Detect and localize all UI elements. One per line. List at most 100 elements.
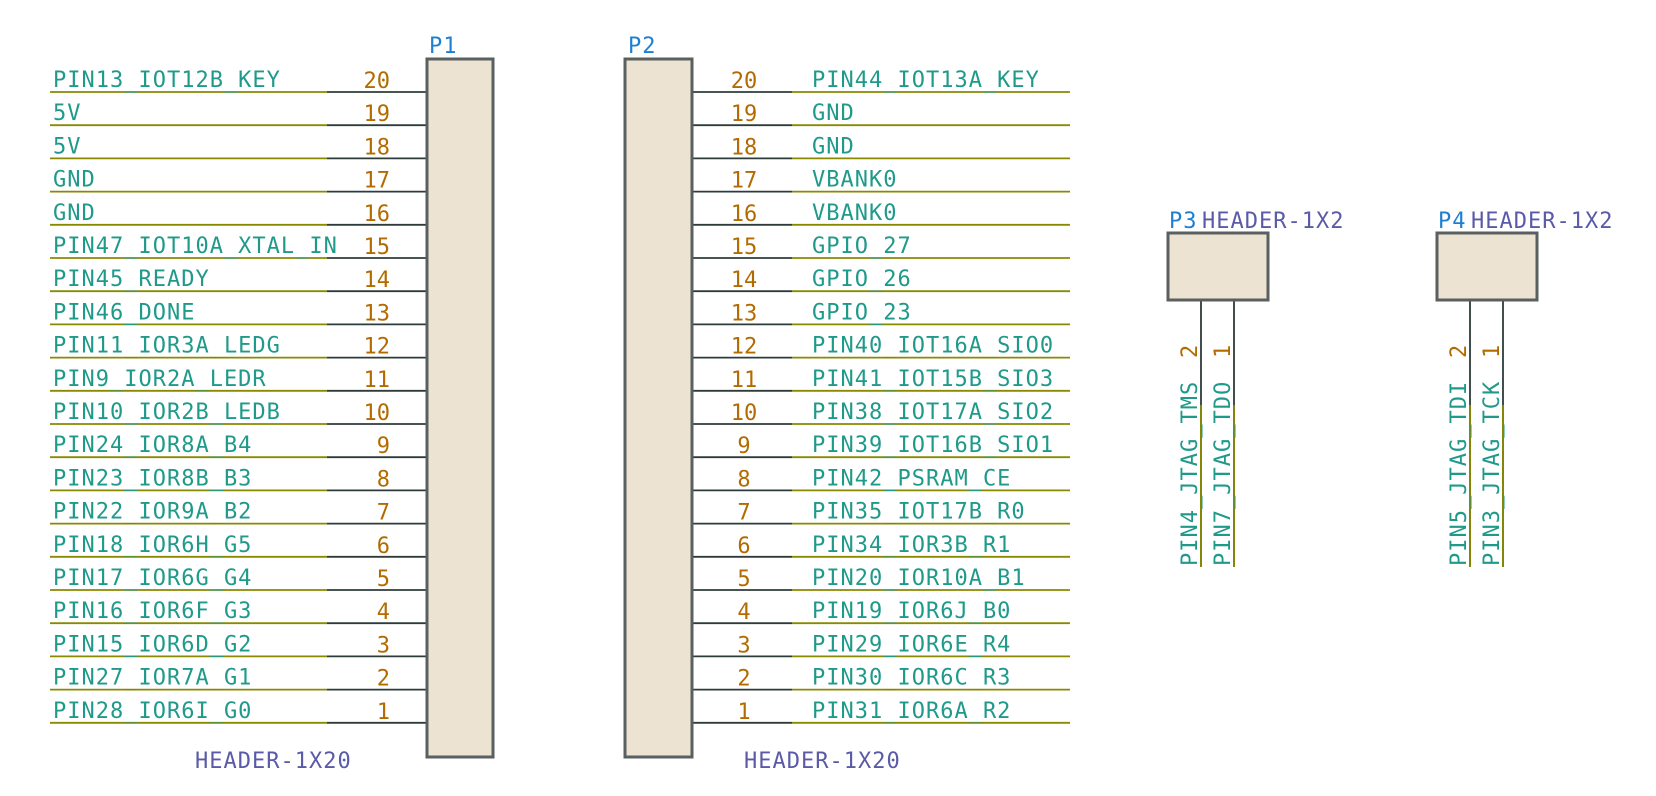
p2-net-label: PIN31_IOR6A_R2 (812, 699, 1011, 724)
p4-body[interactable] (1435, 231, 1539, 302)
p4-net-label: PIN3_JTAG_TCK (1480, 381, 1505, 566)
p3-net-label: PIN7_JTAG_TDO (1211, 381, 1236, 566)
p3-reference: P3 (1169, 209, 1198, 234)
p1-pin-list: PIN13_IOT12B_KEY20205V19195V1818GND1717G… (50, 68, 459, 741)
p2-net-label: PIN29_IOR6E_R4 (812, 632, 1011, 657)
p2-pin-number: 19 (731, 102, 758, 127)
p1-pin-number: 13 (364, 301, 391, 326)
p1-net-label: PIN47_IOT10A_XTAL_IN (53, 234, 338, 259)
p2-net-label: PIN30_IOR6C_R3 (812, 666, 1011, 691)
p1-pin-number: 9 (377, 434, 390, 459)
p2-net-label: GPIO_27 (812, 234, 912, 259)
p1-pin-number: 6 (377, 534, 390, 559)
p1-pin-number: 15 (364, 235, 391, 260)
p2-net-label: PIN39_IOT16B_SIO1 (812, 433, 1054, 458)
p1-body[interactable] (425, 57, 495, 759)
p2-net-label: PIN41_IOT15B_SIO3 (812, 367, 1054, 392)
p1-pin-number: 2 (377, 667, 390, 692)
p3-pin-number: 1 (1211, 345, 1236, 358)
p1-pin-number: 20 (364, 69, 391, 94)
p2-pin-list: 2020PIN44_IOT13A_KEY1919GND1818GND1717VB… (661, 68, 1070, 741)
p1-net-label: 5V (53, 101, 82, 126)
p4-net-label: PIN5_JTAG_TDI (1447, 381, 1472, 566)
p4-pin-number: 2 (1447, 345, 1472, 358)
p1-net-label: 5V (53, 134, 82, 159)
p2-pin-number: 9 (737, 434, 750, 459)
p2-pin-number: 4 (737, 600, 750, 625)
p1-net-label: PIN13_IOT12B_KEY (53, 68, 281, 93)
p2-pin-number: 3 (737, 633, 750, 658)
connector-p1: PIN13_IOT12B_KEY20205V19195V1818GND1717G… (50, 34, 495, 774)
p2-body[interactable] (623, 57, 694, 759)
p2-pin-number: 20 (731, 69, 758, 94)
p1-net-label: GND (53, 168, 96, 193)
p3-net-label: PIN4_JTAG_TMS (1178, 381, 1203, 566)
p2-net-label: PIN44_IOT13A_KEY (812, 68, 1040, 93)
p2-pin-number: 17 (731, 169, 758, 194)
p1-net-label: PIN24_IOR8A_B4 (53, 433, 252, 458)
p1-pin-number: 19 (364, 102, 391, 127)
p1-net-label: PIN28_IOR6I_G0 (53, 699, 252, 724)
p2-pin-number: 2 (737, 667, 750, 692)
p2-pin-number: 5 (737, 567, 750, 592)
p1-net-label: PIN16_IOR6F_G3 (53, 599, 252, 624)
p1-pin-number: 17 (364, 169, 391, 194)
p2-net-label: VBANK0 (812, 168, 897, 193)
p3-body[interactable] (1166, 231, 1270, 302)
p1-pin-number: 10 (364, 401, 391, 426)
p2-net-label: GPIO_26 (812, 267, 912, 292)
p2-net-label: PIN19_IOR6J_B0 (812, 599, 1011, 624)
p1-net-label: PIN46_DONE (53, 300, 195, 325)
p1-pin-number: 5 (377, 567, 390, 592)
p2-reference: P2 (628, 34, 657, 59)
p2-net-label: PIN20_IOR10A_B1 (812, 566, 1026, 591)
p1-pin-number: 16 (364, 202, 391, 227)
p1-net-label: PIN45_READY (53, 267, 210, 292)
p2-value: HEADER-1X20 (744, 749, 901, 774)
connector-p2: 2020PIN44_IOT13A_KEY1919GND1818GND1717VB… (623, 34, 1070, 774)
p1-net-label: PIN18_IOR6H_G5 (53, 533, 252, 558)
p3-value: HEADER-1X2 (1202, 209, 1344, 234)
p2-net-label: PIN38_IOT17A_SIO2 (812, 400, 1054, 425)
p2-net-label: PIN34_IOR3B_R1 (812, 533, 1011, 558)
p1-pin-number: 8 (377, 467, 390, 492)
connector-p3: 22PIN4_JTAG_TMS11PIN7_JTAG_TDO P3 HEADER… (1166, 209, 1344, 567)
p1-net-label: PIN27_IOR7A_G1 (53, 666, 252, 691)
p1-pin-number: 4 (377, 600, 390, 625)
p2-pin-number: 14 (731, 268, 758, 293)
p2-net-label: PIN40_IOT16A_SIO0 (812, 334, 1054, 359)
p1-pin-number: 11 (364, 368, 391, 393)
p3-pin-number: 2 (1178, 345, 1203, 358)
p1-reference: P1 (429, 34, 458, 59)
p2-net-label: GND (812, 134, 855, 159)
p2-pin-number: 15 (731, 235, 758, 260)
p2-pin-number: 12 (731, 335, 758, 360)
p1-pin-number: 12 (364, 335, 391, 360)
p1-pin-number: 1 (377, 700, 390, 725)
p1-net-label: PIN9_IOR2A_LEDR (53, 367, 267, 392)
p2-pin-number: 18 (731, 135, 758, 160)
p2-net-label: PIN42_PSRAM_CE (812, 466, 1011, 491)
p2-pin-number: 1 (737, 700, 750, 725)
p4-value: HEADER-1X2 (1471, 209, 1613, 234)
p2-pin-number: 16 (731, 202, 758, 227)
p1-pin-number: 3 (377, 633, 390, 658)
p2-net-label: GND (812, 101, 855, 126)
p2-pin-number: 10 (731, 401, 758, 426)
p1-value: HEADER-1X20 (195, 749, 352, 774)
p1-pin-number: 7 (377, 501, 390, 526)
p1-net-label: PIN10_IOR2B_LEDB (53, 400, 281, 425)
p4-pin-number: 1 (1480, 345, 1505, 358)
p1-net-label: PIN23_IOR8B_B3 (53, 466, 252, 491)
p2-pin-number: 11 (731, 368, 758, 393)
p2-pin-number: 7 (737, 501, 750, 526)
p2-net-label: PIN35_IOT17B_R0 (812, 500, 1026, 525)
p1-pin-number: 18 (364, 135, 391, 160)
p1-net-label: GND (53, 201, 96, 226)
p4-reference: P4 (1438, 209, 1467, 234)
p1-net-label: PIN22_IOR9A_B2 (53, 500, 252, 525)
p1-net-label: PIN15_IOR6D_G2 (53, 632, 252, 657)
